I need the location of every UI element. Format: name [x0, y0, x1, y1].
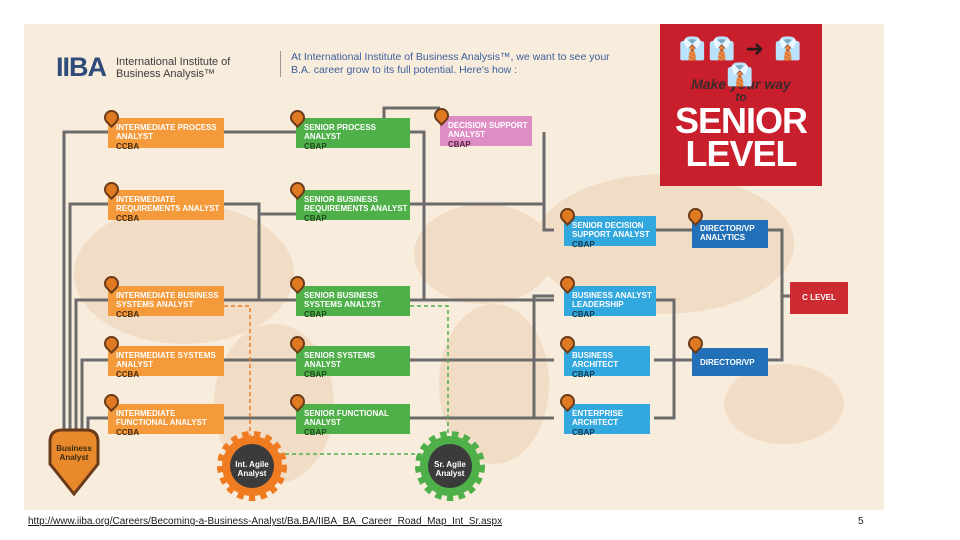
- business-analyst-label: Business Analyst: [56, 444, 92, 462]
- source-url-link[interactable]: http://www.iiba.org/Careers/Becoming-a-B…: [28, 516, 503, 527]
- node-ent-architect: Enterprise Architect CBAP: [564, 404, 650, 437]
- iiba-logo: IIBA International Institute of Business…: [56, 52, 246, 83]
- node-int-functional: Intermediate Functional Analyst CCBA: [108, 404, 224, 437]
- ribbon-line1: Make your way: [691, 76, 791, 92]
- node-cert: CCBA: [116, 310, 140, 319]
- node-title: Senior Business Requirements Analyst: [304, 195, 408, 213]
- node-title: Decision Support Analyst: [448, 121, 528, 139]
- node-cert: CBAP: [572, 310, 595, 319]
- node-sr-systems: Senior Systems Analyst CBAP: [296, 346, 410, 379]
- sr-agile-label: Sr. Agile Analyst: [434, 460, 466, 478]
- node-title: Enterprise Architect: [572, 409, 624, 427]
- node-sr-process: Senior Process Analyst CBAP: [296, 118, 410, 151]
- node-cert: CCBA: [116, 142, 140, 151]
- node-cert: CBAP: [448, 140, 471, 149]
- node-title: C Level: [802, 293, 836, 302]
- node-decision-support: Decision Support Analyst CBAP: [440, 116, 532, 149]
- node-title: Senior Decision Support Analyst: [572, 221, 650, 239]
- node-cert: CBAP: [304, 310, 327, 319]
- node-int-systems: Intermediate Systems Analyst CCBA: [108, 346, 224, 379]
- node-sr-functional: Senior Functional Analyst CBAP: [296, 404, 410, 437]
- int-agile-label: Int. Agile Analyst: [235, 460, 269, 478]
- node-director-analytics: Director/VP Analytics: [692, 220, 768, 248]
- node-title: Intermediate Business Systems Analyst: [116, 291, 219, 309]
- logo-name: International Institute of Business Anal…: [116, 55, 231, 80]
- node-title: Senior Process Analyst: [304, 123, 377, 141]
- page-number: 5: [858, 516, 864, 527]
- node-cert: CBAP: [304, 214, 327, 223]
- node-title: Intermediate Process Analyst: [116, 123, 217, 141]
- node-title: Director/VP Analytics: [700, 224, 755, 242]
- node-title: Senior Business Systems Analyst: [304, 291, 382, 309]
- ribbon-line3: SENIOR: [674, 100, 808, 141]
- node-sr-requirements: Senior Business Requirements Analyst CBA…: [296, 190, 410, 223]
- ribbon-line2: to: [735, 90, 747, 104]
- path-connectors: [62, 106, 790, 444]
- people-icon: 👔👔 ➜ 👔👔: [678, 36, 804, 87]
- node-int-bus-systems: Intermediate Business Systems Analyst CC…: [108, 286, 224, 319]
- node-title: Business Architect: [572, 351, 619, 369]
- node-sr-bus-systems: Senior Business Systems Analyst CBAP: [296, 286, 410, 319]
- node-bus-architect: Business Architect CBAP: [564, 346, 650, 379]
- node-cert: CBAP: [304, 428, 327, 437]
- node-cert: CCBA: [116, 428, 140, 437]
- node-title: Business Analyst Leadership: [572, 291, 652, 309]
- tagline: At International Institute of Business A…: [280, 51, 631, 77]
- node-cert: CBAP: [304, 142, 327, 151]
- node-c-level: C Level: [790, 282, 848, 314]
- node-title: Senior Systems Analyst: [304, 351, 376, 369]
- node-cert: CCBA: [116, 214, 140, 223]
- node-cert: CBAP: [572, 240, 595, 249]
- node-ba-leadership: Business Analyst Leadership CBAP: [564, 286, 656, 319]
- node-cert: CBAP: [304, 370, 327, 379]
- node-title: Intermediate Requirements Analyst: [116, 195, 220, 213]
- ribbon-line4: LEVEL: [685, 133, 797, 174]
- node-cert: CBAP: [572, 428, 595, 437]
- node-cert: CBAP: [572, 370, 595, 379]
- node-cert: CCBA: [116, 370, 140, 379]
- business-analyst-pin-icon: [48, 428, 100, 497]
- logo-mark: IIBA: [56, 52, 107, 82]
- node-title: Senior Functional Analyst: [304, 409, 389, 427]
- gear-sr-agile-icon: [415, 431, 485, 501]
- career-roadmap-poster: IIBA International Institute of Business…: [24, 24, 884, 510]
- gear-int-agile-icon: [217, 431, 287, 501]
- node-int-requirements: Intermediate Requirements Analyst CCBA: [108, 190, 224, 223]
- node-director-vp: Director/VP: [692, 348, 768, 376]
- senior-level-ribbon: 👔👔 ➜ 👔👔 Make your way to SENIOR LEVEL: [660, 24, 822, 186]
- node-title: Intermediate Functional Analyst: [116, 409, 207, 427]
- node-title: Intermediate Systems Analyst: [116, 351, 216, 369]
- node-sr-decision-support: Senior Decision Support Analyst CBAP: [564, 216, 656, 249]
- node-int-process: Intermediate Process Analyst CCBA: [108, 118, 224, 151]
- node-title: Director/VP: [700, 358, 755, 367]
